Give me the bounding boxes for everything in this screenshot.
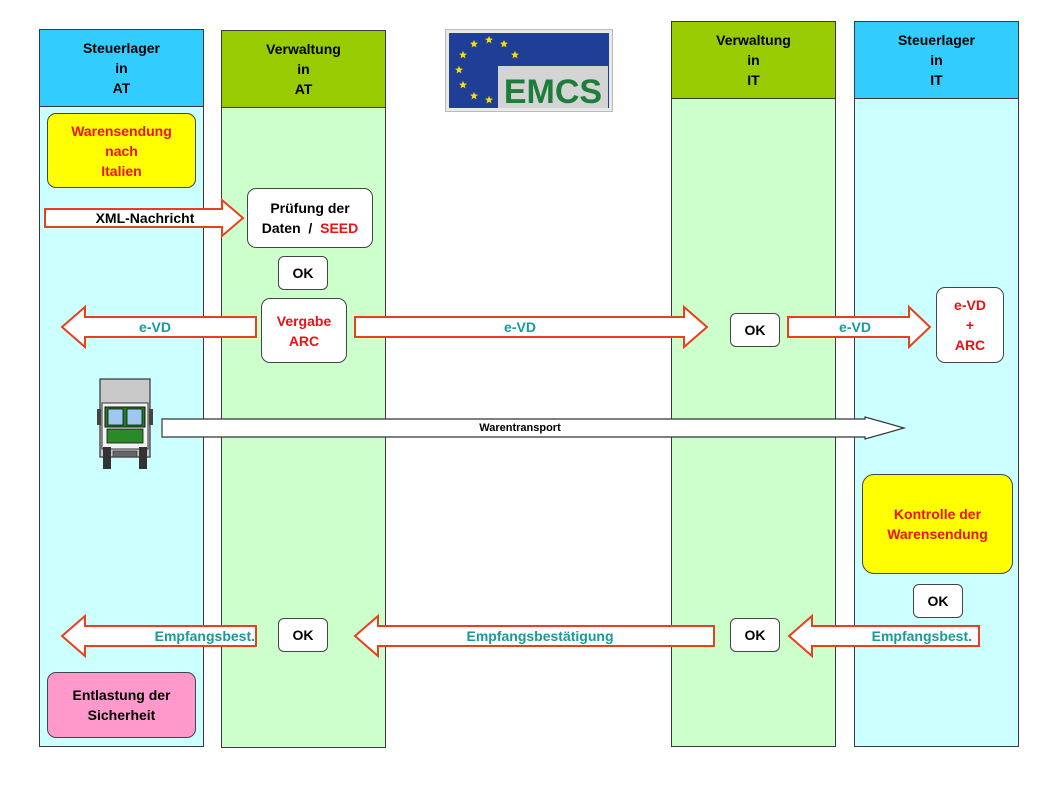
lane-head-steuerlager-it: Steuerlager in IT [854, 21, 1019, 99]
ok-pruefung: OK [278, 256, 328, 290]
ok-empfang-at: OK [278, 618, 328, 652]
pruefung-line2: Daten / SEED [262, 218, 358, 238]
eu-star-icon [459, 50, 468, 59]
pruefung-daten: Daten / [261, 220, 321, 236]
evd-arc-box: e-VD + ARC [936, 287, 1004, 363]
ok-empfang-it: OK [730, 618, 780, 652]
eu-star-icon [485, 35, 493, 44]
kontrolle-box: Kontrolle der Warensendung [862, 474, 1013, 574]
eu-star-icon [455, 65, 463, 74]
eu-star-icon [470, 39, 478, 48]
emcs-logo-text: EMCS [504, 73, 602, 111]
emcs-logo: EMCS [445, 29, 613, 112]
empf-left-label: Empfangsbest. [154, 628, 255, 644]
eu-star-icon [485, 95, 493, 104]
empf-mid-label: Empfangsbestätigung [466, 628, 614, 644]
eu-star-icon [500, 39, 508, 48]
lane-head-verwaltung-at: Verwaltung in AT [221, 30, 386, 108]
evd-right-label: e-VD [839, 319, 871, 335]
ok-kontrolle: OK [913, 584, 963, 618]
pruefung-box: Prüfung der Daten / SEED [247, 188, 373, 248]
lane-head-steuerlager-at: Steuerlager in AT [39, 29, 204, 107]
pruefung-line1: Prüfung der [270, 200, 350, 216]
entlastung-box: Entlastung der Sicherheit [47, 672, 196, 738]
lane-head-verwaltung-it: Verwaltung in IT [671, 21, 836, 99]
eu-star-icon [470, 91, 478, 100]
empf-right-label: Empfangsbest. [871, 628, 972, 644]
xml-arrow-label: XML-Nachricht [95, 210, 195, 226]
eu-star-icon [459, 80, 468, 89]
ok-evd-it: OK [730, 313, 780, 347]
pruefung-seed: SEED [320, 220, 359, 236]
emcs-logo-graphic: EMCS [449, 33, 609, 111]
transport-label: Warentransport [479, 422, 561, 434]
vergabe-arc-box: Vergabe ARC [261, 298, 347, 363]
warensendung-box: Warensendung nach Italien [47, 113, 196, 188]
evd-mid-label: e-VD [504, 319, 536, 335]
evd-left-label: e-VD [139, 319, 171, 335]
eu-star-icon [510, 50, 519, 59]
